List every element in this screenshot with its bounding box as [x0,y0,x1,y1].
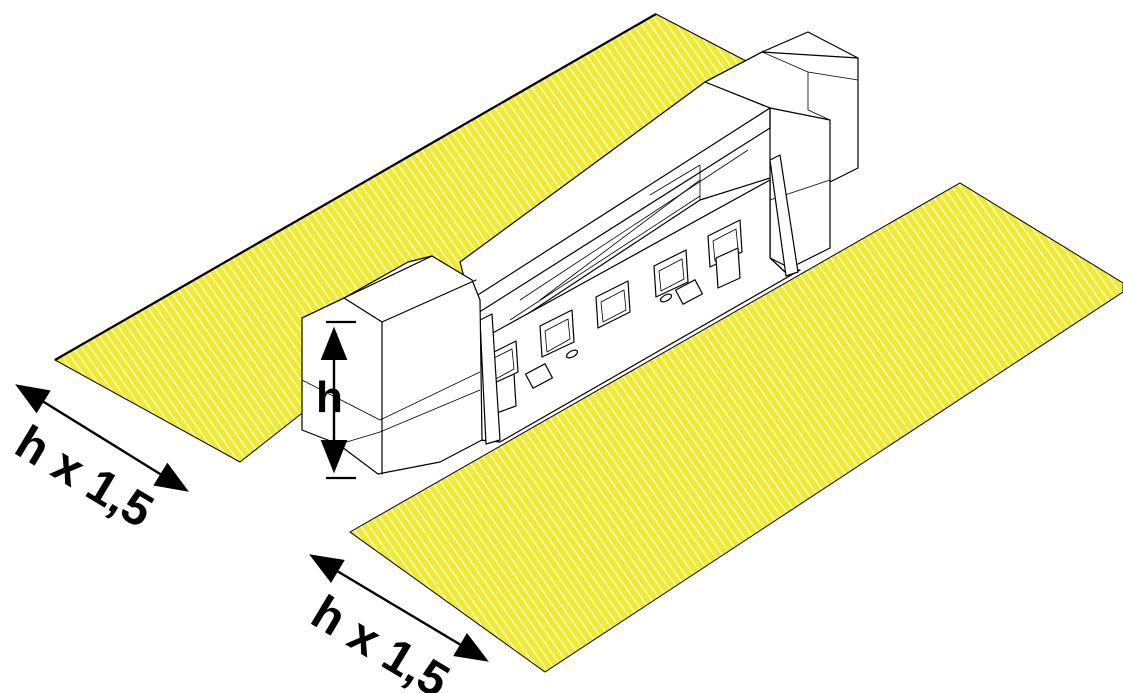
left-leg [479,313,501,445]
indicator-left [565,349,579,359]
left-zone-edge [54,13,657,361]
control-panel-left [524,363,554,389]
right-safety-zone [349,182,1123,673]
machine [301,31,859,475]
right-zone-label: h x 1,5 [302,586,457,693]
connector-box-right [715,247,741,289]
module-4 [653,249,689,298]
height-dimension: h [316,320,356,480]
module-2 [539,309,575,358]
module-3 [595,280,631,329]
control-panel-right [674,279,704,305]
right-leg [769,154,799,277]
front-modules [487,219,743,415]
left-zone-label: h x 1,5 [6,416,161,538]
indicator-right [659,293,673,303]
height-label: h [316,373,343,422]
